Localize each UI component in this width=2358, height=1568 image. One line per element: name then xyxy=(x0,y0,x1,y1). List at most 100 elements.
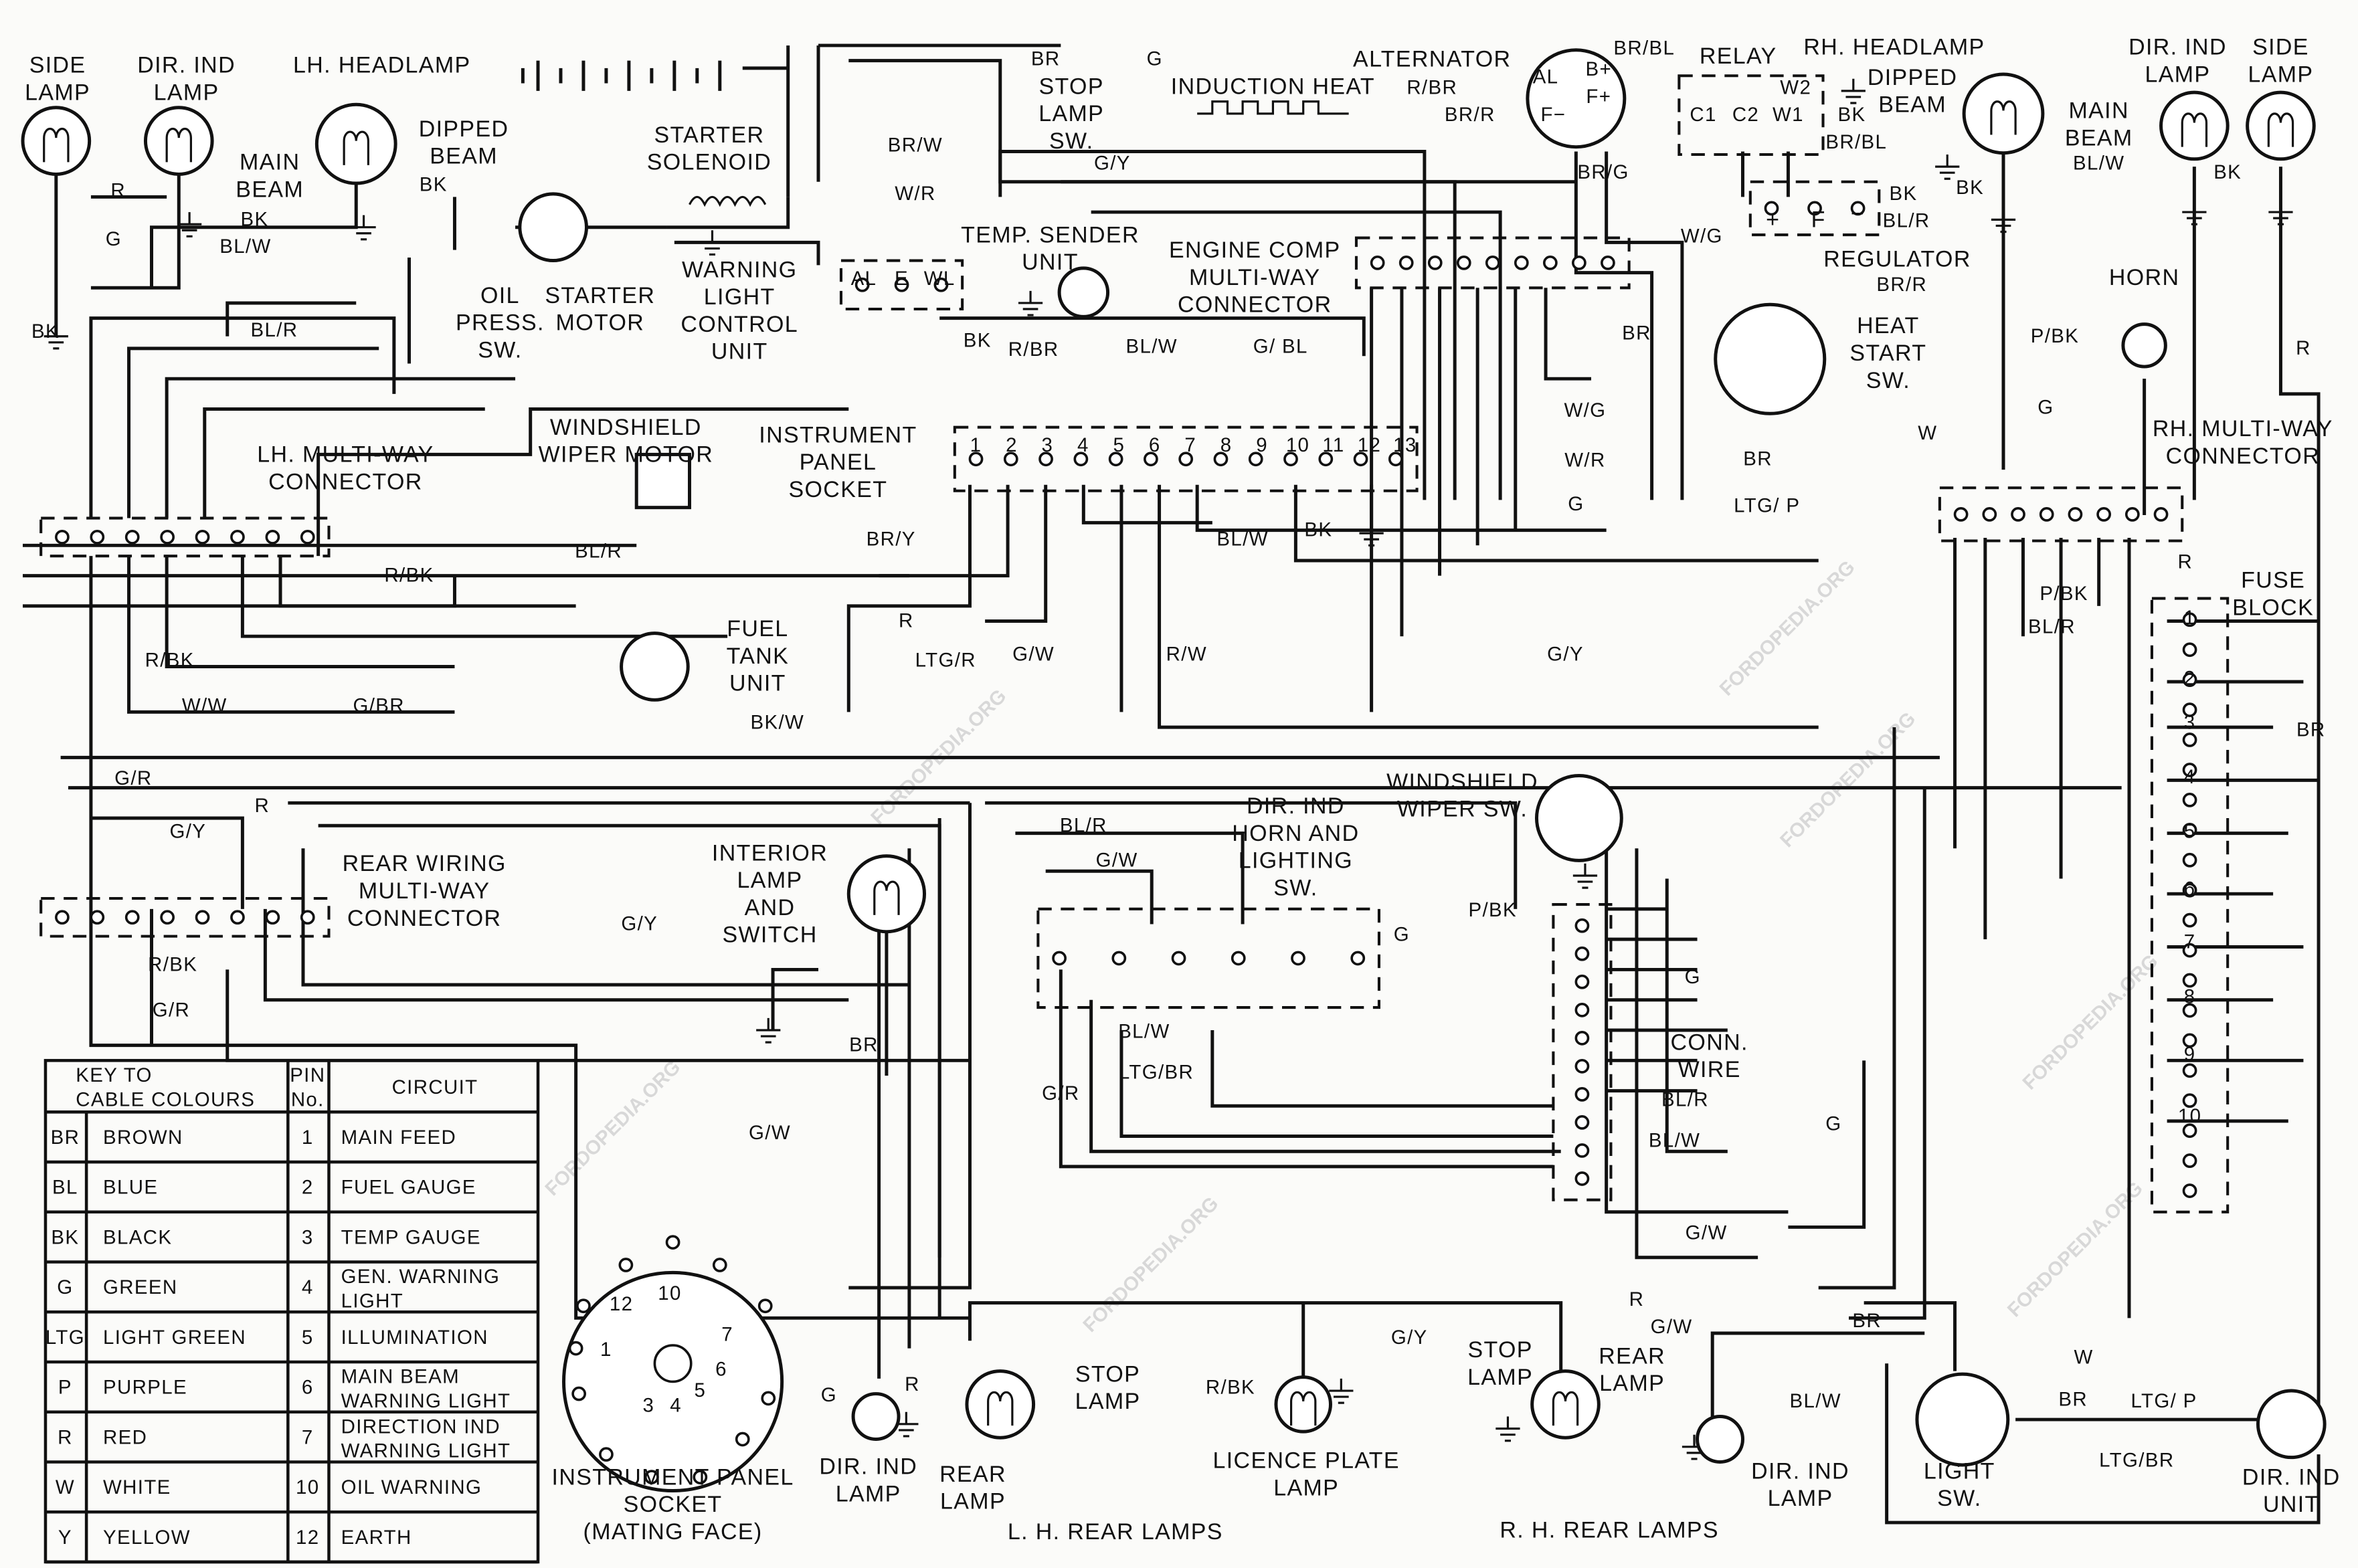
socket-face-pin xyxy=(761,1391,776,1406)
label-rh-dipped-beam: DIPPED xyxy=(1868,65,1958,90)
wire-colour-code: BK xyxy=(420,173,448,195)
rear-wiring-connector-pin xyxy=(265,910,280,925)
label-lh-dir-ind-lamp: LAMP xyxy=(154,80,219,105)
label-rh-rear-dir-ind: LAMP xyxy=(1768,1486,1833,1511)
wires xyxy=(23,43,2321,1525)
conn-wire-connector-pin xyxy=(1574,1115,1590,1130)
label-oil-press-sw: SW. xyxy=(478,337,522,363)
instrument-pin-number: 11 xyxy=(1322,434,1344,456)
label-rh-rear-lamp: LAMP xyxy=(1599,1371,1665,1396)
wire-colour-code: R/BR xyxy=(1008,338,1059,361)
wire xyxy=(150,848,970,1062)
conn-wire-connector-pin xyxy=(1574,918,1590,933)
wire-colour-code: BL/R xyxy=(1661,1088,1709,1110)
socket-face-pin xyxy=(735,1432,750,1447)
fuse-block-pin xyxy=(2182,732,2197,747)
wire-colour-code: BR xyxy=(1852,1310,1882,1332)
wire-colour-code: G/W xyxy=(1096,849,1138,871)
filament-icon xyxy=(1290,1391,1317,1426)
colour-name: BLACK xyxy=(103,1226,172,1248)
battery-icon xyxy=(521,60,788,91)
fuse-number: 4 xyxy=(2184,766,2196,788)
instrument-panel-socket-connector-pin xyxy=(1144,452,1158,467)
earth-symbol xyxy=(1841,78,1866,104)
lh-multiway-connector-pin xyxy=(55,529,70,545)
dir-ind-unit xyxy=(2256,1389,2327,1460)
pin-number: 7 xyxy=(302,1426,314,1448)
wire-colour-code: W/R xyxy=(1564,450,1605,472)
fuse-block-pin xyxy=(2182,1063,2197,1078)
regulator-box-pin xyxy=(1850,201,1866,216)
label-lh-rear-lamps: L. H. REAR LAMPS xyxy=(1008,1519,1223,1545)
wire-colour-code: R xyxy=(2296,337,2311,359)
label-engine-comp-connector: MULTI-WAY xyxy=(1189,265,1321,290)
induction-heater-icon xyxy=(1197,100,1349,115)
wire-colour-code: R/BR xyxy=(1407,76,1457,98)
wire xyxy=(89,316,516,518)
label-rh-dir-ind-lamp: DIR. IND xyxy=(2128,35,2227,60)
wire-colour-code: G xyxy=(821,1384,837,1406)
wire-colour-code: G/Y xyxy=(1391,1327,1428,1349)
wire-colour-code: BL/W xyxy=(1118,1020,1170,1042)
instrument-pin-number: 9 xyxy=(1256,434,1268,456)
label-rh-headlamp: RH. HEADLAMP xyxy=(1803,35,1985,60)
rh-multiway-connector-pin xyxy=(2039,507,2054,522)
fuse-block-pin xyxy=(2182,973,2197,988)
rh-multiway-connector-pin xyxy=(2124,507,2140,522)
fuse-block-pin xyxy=(2182,912,2197,928)
wire-colour-code: BR/BL xyxy=(1825,131,1887,153)
wire xyxy=(1864,1301,2321,1525)
wire-colour-code: R/BK xyxy=(384,565,434,587)
socket-pin-number: 3 xyxy=(642,1395,654,1417)
solenoid-coil-icon xyxy=(689,195,767,207)
earth-symbol xyxy=(43,324,68,350)
label-socket-face: INSTRUMENT PANEL xyxy=(552,1464,794,1490)
label-dir-ind-horn-sw: DIR. IND xyxy=(1247,793,1345,819)
socket-pin-number: 7 xyxy=(721,1323,733,1345)
wire-colour-code: G xyxy=(1685,966,1701,988)
label-wl-al: AL xyxy=(851,268,877,290)
wire-colour-code: G xyxy=(1394,923,1410,945)
pin-number: 3 xyxy=(302,1226,314,1248)
label-lh-stop-lamp: LAMP xyxy=(1075,1389,1141,1414)
wire-colour-code: R xyxy=(2177,551,2193,573)
dir-ind-horn-lighting-sw-box-pin xyxy=(1350,951,1366,966)
conn-wire-connector xyxy=(1552,903,1613,1201)
connectors xyxy=(39,74,2230,1213)
warning-light-control-unit-box-pin xyxy=(854,277,870,292)
instrument-panel-socket-connector xyxy=(953,425,1419,492)
pin-number: 12 xyxy=(296,1527,319,1549)
instrument-pin-number: 4 xyxy=(1077,434,1089,456)
label-stop-lamp-sw: LAMP xyxy=(1038,101,1104,126)
wire-colour-code: BK xyxy=(31,320,60,342)
alternator xyxy=(1526,48,1627,149)
filament-icon xyxy=(165,127,192,163)
label-interior-lamp: LAMP xyxy=(737,868,803,893)
fuse-block xyxy=(2150,597,2230,1213)
socket-pin-number: 4 xyxy=(670,1395,682,1417)
label-fuel-tank-unit: TANK xyxy=(727,644,790,669)
windshield-wiper-switch xyxy=(1534,774,1623,862)
engine-comp-connector-pin xyxy=(1398,256,1414,270)
rear-wiring-connector-pin xyxy=(55,910,70,925)
conn-wire-connector-pin xyxy=(1574,1002,1590,1017)
engine-comp-connector-pin xyxy=(1601,256,1615,270)
label-conn-wire: WIRE xyxy=(1678,1057,1741,1082)
wire-colour-code: R xyxy=(899,610,914,632)
wire-colour-code: R/BK xyxy=(145,649,195,671)
wire-colour-code: BK xyxy=(1838,104,1866,126)
socket-face-pin xyxy=(599,1447,614,1462)
regulator-box-pin xyxy=(1764,201,1779,216)
wire xyxy=(985,801,1518,924)
wire-colour-code: BL/W xyxy=(2073,153,2124,175)
colour-code: Y xyxy=(58,1527,72,1549)
wire xyxy=(288,801,970,1258)
wire xyxy=(1953,537,2131,1318)
wire-colour-code: BR/W xyxy=(888,134,943,156)
earth-symbol xyxy=(1018,290,1043,316)
socket-pin-number: 10 xyxy=(658,1282,681,1304)
rh-headlamp xyxy=(1962,72,2045,155)
watermark-text: FORDOPEDIA.ORG xyxy=(2003,1177,2147,1321)
colour-name: BROWN xyxy=(103,1126,183,1149)
